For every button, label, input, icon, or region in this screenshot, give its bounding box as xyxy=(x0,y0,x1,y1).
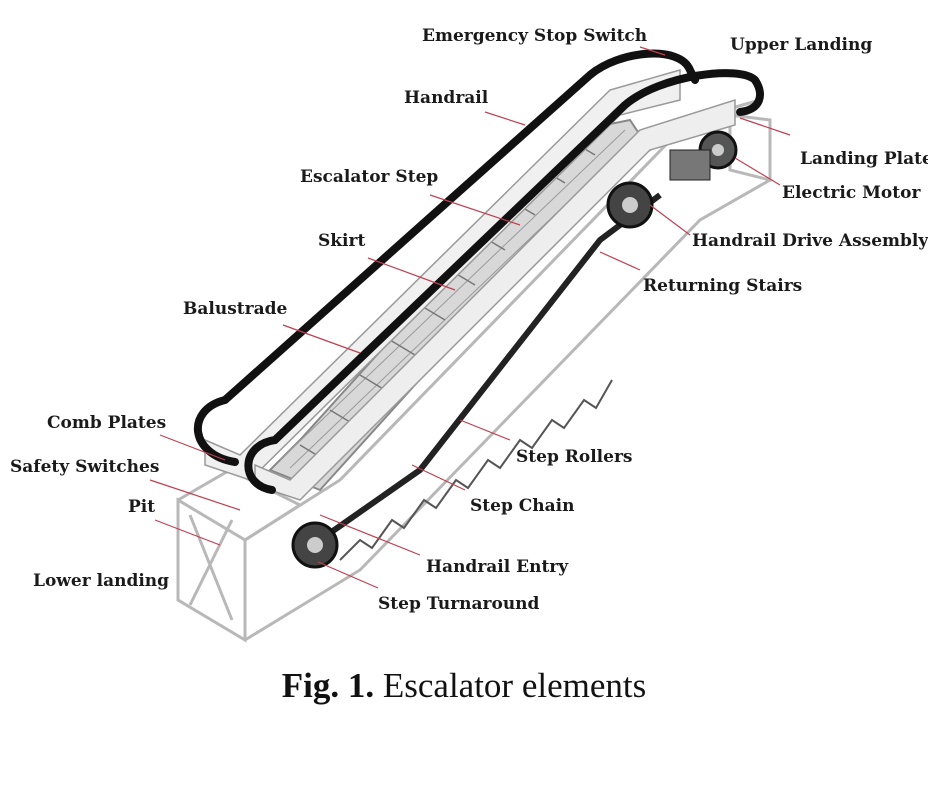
label-escalator-step: Escalator Step xyxy=(300,167,438,187)
label-pit: Pit xyxy=(128,497,155,517)
label-electric-motor: Electric Motor xyxy=(782,183,921,203)
step-turnaround-wheel xyxy=(291,521,339,569)
figure-caption: Fig. 1. Escalator elements xyxy=(0,666,928,706)
label-safety-switches: Safety Switches xyxy=(10,457,159,477)
leader-lines xyxy=(149,46,791,589)
handrail-right xyxy=(244,69,764,494)
handrail-left xyxy=(194,49,699,466)
electric-motor xyxy=(669,130,738,181)
returning-stairs xyxy=(339,379,613,561)
label-handrail-drive-assembly: Handrail Drive Assembly xyxy=(692,231,928,251)
escalator-diagram: Emergency Stop Switch Upper Landing Hand… xyxy=(10,26,928,643)
label-step-turnaround: Step Turnaround xyxy=(378,594,540,614)
label-comb-plates: Comb Plates xyxy=(47,413,166,433)
label-upper-landing: Upper Landing xyxy=(730,35,872,55)
caption-text: Escalator elements xyxy=(382,666,647,705)
label-lower-landing: Lower landing xyxy=(33,571,169,591)
label-step-rollers: Step Rollers xyxy=(516,447,632,467)
label-step-chain: Step Chain xyxy=(470,496,574,516)
label-landing-plate: Landing Plate xyxy=(800,149,928,169)
label-balustrade: Balustrade xyxy=(183,299,287,319)
label-handrail-entry: Handrail Entry xyxy=(426,557,569,577)
label-handrail: Handrail xyxy=(404,88,489,108)
label-emergency-stop-switch: Emergency Stop Switch xyxy=(422,26,647,46)
caption-prefix: Fig. 1. xyxy=(281,666,375,705)
handrail-drive-assembly xyxy=(606,181,654,229)
label-returning-stairs: Returning Stairs xyxy=(643,276,802,296)
label-skirt: Skirt xyxy=(318,231,365,251)
